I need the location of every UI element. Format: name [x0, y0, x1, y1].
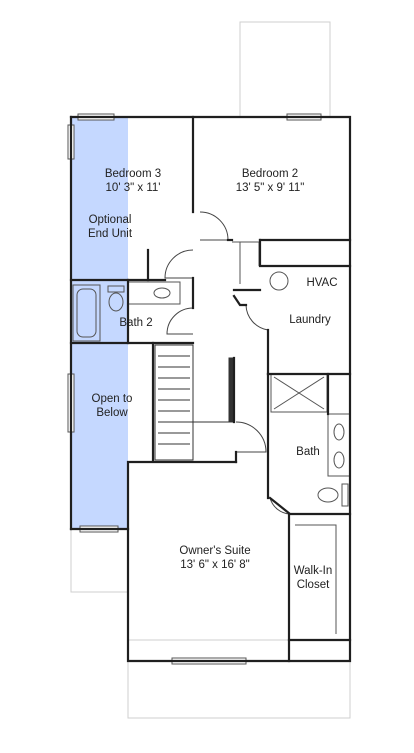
bedroom3-label: Bedroom 3 10' 3" x 11' — [88, 167, 178, 195]
open-to-below-label: Open to Below — [80, 392, 144, 420]
exterior-wall — [69, 115, 352, 642]
walk-in-closet-line1: Walk-In — [293, 565, 333, 577]
left-patio-outline — [70, 529, 128, 593]
bedroom2-size: 13' 5" x 9' 11" — [235, 182, 305, 194]
laundry-door — [245, 304, 269, 331]
walls — [69, 115, 352, 663]
wall-owners-top — [126, 460, 238, 531]
open-to-below-line2: Below — [96, 407, 128, 419]
walk-in-closet-line2: Closet — [296, 579, 330, 591]
bedroom3-door — [164, 249, 194, 279]
hvac-label: HVAC — [298, 276, 346, 290]
owners-suite-name: Owner's Suite — [179, 545, 251, 557]
laundry-name: Laundry — [289, 314, 331, 326]
bedroom2-name: Bedroom 2 — [241, 168, 299, 180]
stair-railing — [228, 357, 234, 423]
bedroom3-name: Bedroom 3 — [104, 168, 162, 180]
bath2-label: Bath 2 — [108, 316, 164, 330]
bath2-toilet-bowl — [108, 292, 124, 312]
bedroom3-size: 10' 3" x 11' — [105, 182, 161, 194]
bedroom2-door — [199, 211, 229, 241]
bath-name: Bath — [296, 446, 320, 458]
bath2-tub — [72, 284, 101, 342]
hvac-name: HVAC — [306, 277, 338, 289]
bath-toilet-bowl — [317, 487, 339, 503]
bath2-sink — [153, 287, 171, 299]
staircase — [154, 344, 234, 461]
open-to-below-line1: Open to — [91, 393, 133, 405]
bottom-patio-outline — [127, 639, 351, 719]
bath2-tub-inner — [76, 288, 97, 338]
bath2-door — [166, 307, 194, 335]
optional-end-unit-line2: End Unit — [87, 228, 133, 240]
bath-toilet-tank — [341, 483, 349, 507]
walk-in-closet-label: Walk-In Closet — [288, 564, 338, 592]
owners-suite-size: 13' 6" x 16' 8" — [180, 559, 250, 571]
bedroom2-label: Bedroom 2 13' 5" x 9' 11" — [215, 167, 325, 195]
closet-shelf — [295, 524, 337, 634]
optional-end-unit-label: Optional End Unit — [72, 213, 148, 241]
wall-laundry — [258, 238, 352, 268]
top-deck-outline — [239, 21, 331, 118]
bath-sink-2 — [333, 451, 345, 469]
bath-label: Bath — [284, 445, 332, 459]
door-swings — [164, 211, 291, 515]
laundry-label: Laundry — [278, 313, 342, 327]
owners-door — [235, 421, 267, 453]
stair-outline — [154, 344, 194, 461]
bath2-toilet-tank — [107, 285, 125, 293]
bath2-name: Bath 2 — [119, 317, 153, 329]
optional-end-unit-line1: Optional — [88, 214, 132, 226]
bath-sink-1 — [333, 423, 345, 441]
hvac-unit — [269, 271, 289, 291]
owners-suite-label: Owner's Suite 13' 6" x 16' 8" — [160, 544, 270, 572]
shower-diag-2 — [273, 376, 325, 410]
